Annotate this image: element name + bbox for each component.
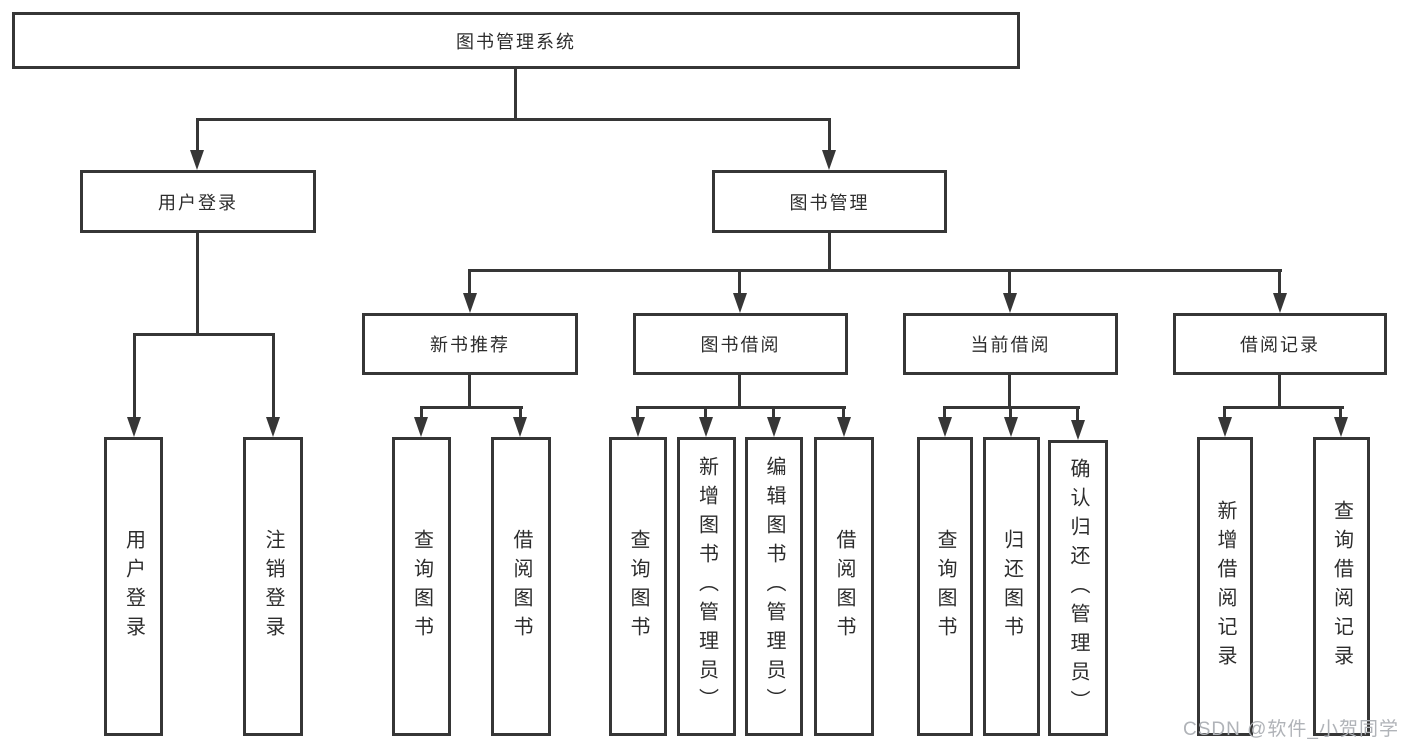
leaf-edit-books-admin: 编辑图书（管理员） <box>745 437 803 736</box>
edge-line <box>636 406 639 419</box>
edge-line <box>196 118 199 152</box>
arrow-down-icon <box>938 417 952 437</box>
leaf-user-login-label: 用户登录 <box>122 528 145 645</box>
edge-line <box>272 333 275 419</box>
leaf-query-borrow-record: 查询借阅记录 <box>1313 437 1370 736</box>
arrow-down-icon <box>1003 293 1017 313</box>
arrow-down-icon <box>513 417 527 437</box>
edge-line <box>828 118 831 152</box>
leaf-query-books-recommend: 查询图书 <box>392 437 451 736</box>
leaf-query-books-borrowing: 查询图书 <box>609 437 667 736</box>
arrow-down-icon <box>1071 420 1085 440</box>
edge-line <box>1339 406 1342 419</box>
node-book-borrowing-label: 图书借阅 <box>700 335 781 355</box>
arrow-down-icon <box>266 417 280 437</box>
leaf-borrow-books: 借阅图书 <box>814 437 874 736</box>
edge-line <box>738 375 741 409</box>
edge-line <box>469 269 1282 272</box>
arrow-down-icon <box>1218 417 1232 437</box>
edge-line <box>828 233 831 272</box>
leaf-confirm-return-admin-label: 确认归还（管理员） <box>1067 457 1089 719</box>
arrow-down-icon <box>463 293 477 313</box>
edge-line <box>468 269 471 297</box>
edge-line <box>519 406 522 419</box>
node-book-management-label: 图书管理 <box>789 192 870 213</box>
arrow-down-icon <box>190 150 204 170</box>
leaf-logout-label: 注销登录 <box>262 528 284 645</box>
node-book-borrowing: 图书借阅 <box>633 313 848 375</box>
edge-line <box>1009 406 1012 419</box>
edge-line <box>1278 375 1281 409</box>
node-borrowing-records: 借阅记录 <box>1173 313 1387 375</box>
arrow-down-icon <box>1334 417 1348 437</box>
leaf-query-books-recommend-label: 查询图书 <box>410 528 433 645</box>
edge-line <box>514 69 517 120</box>
leaf-query-books-borrowing-label: 查询图书 <box>627 528 649 645</box>
leaf-edit-books-admin-label: 编辑图书（管理员） <box>763 456 785 717</box>
edge-line <box>636 406 846 409</box>
node-root: 图书管理系统 <box>12 12 1020 69</box>
edge-line <box>1008 269 1011 297</box>
edge-line <box>943 406 946 419</box>
edge-line <box>133 333 275 336</box>
leaf-borrow-books-label: 借阅图书 <box>833 528 855 645</box>
leaf-add-books-admin: 新增图书（管理员） <box>677 437 736 736</box>
node-borrowing-records-label: 借阅记录 <box>1240 335 1320 355</box>
arrow-down-icon <box>822 150 836 170</box>
edge-line <box>842 406 845 419</box>
edge-line <box>738 269 741 297</box>
leaf-confirm-return-admin: 确认归还（管理员） <box>1048 440 1108 736</box>
edge-line <box>196 118 831 121</box>
edge-line <box>196 233 199 336</box>
leaf-borrow-books-recommend: 借阅图书 <box>491 437 551 736</box>
node-new-book-recommend: 新书推荐 <box>362 313 578 375</box>
arrow-down-icon <box>767 417 781 437</box>
arrow-down-icon <box>837 417 851 437</box>
edge-line <box>1076 406 1079 422</box>
node-new-book-recommend-label: 新书推荐 <box>430 335 510 355</box>
edge-line <box>420 406 523 409</box>
arrow-down-icon <box>631 417 645 437</box>
leaf-return-books: 归还图书 <box>983 437 1040 736</box>
edge-line <box>468 375 471 409</box>
edge-line <box>704 406 707 419</box>
node-user-login: 用户登录 <box>80 170 316 233</box>
arrow-down-icon <box>699 417 713 437</box>
leaf-add-borrow-record: 新增借阅记录 <box>1197 437 1253 736</box>
node-current-borrowing-label: 当前借阅 <box>970 335 1051 355</box>
node-root-label: 图书管理系统 <box>456 31 576 52</box>
edge-line <box>1223 406 1344 409</box>
arrow-down-icon <box>1004 417 1018 437</box>
leaf-borrow-books-recommend-label: 借阅图书 <box>510 528 532 645</box>
arrow-down-icon <box>1273 293 1287 313</box>
arrow-down-icon <box>127 417 141 437</box>
leaf-return-books-label: 归还图书 <box>1000 528 1023 645</box>
leaf-add-books-admin-label: 新增图书（管理员） <box>695 456 718 717</box>
leaf-logout: 注销登录 <box>243 437 303 736</box>
leaf-query-books-current-label: 查询图书 <box>934 528 956 645</box>
node-user-login-label: 用户登录 <box>158 192 238 213</box>
arrow-down-icon <box>733 293 747 313</box>
arrow-down-icon <box>414 417 428 437</box>
leaf-add-borrow-record-label: 新增借阅记录 <box>1214 499 1236 674</box>
node-book-management: 图书管理 <box>712 170 947 233</box>
edge-line <box>1278 269 1281 297</box>
edge-line <box>133 333 136 419</box>
leaf-user-login: 用户登录 <box>104 437 163 736</box>
watermark: CSDN @软件_小贺同学 <box>1183 719 1399 740</box>
node-current-borrowing: 当前借阅 <box>903 313 1118 375</box>
edge-line <box>1008 375 1011 409</box>
leaf-query-borrow-record-label: 查询借阅记录 <box>1330 499 1353 674</box>
edge-line <box>420 406 423 419</box>
leaf-query-books-current: 查询图书 <box>917 437 973 736</box>
edge-line <box>772 406 775 419</box>
edge-line <box>1223 406 1226 419</box>
